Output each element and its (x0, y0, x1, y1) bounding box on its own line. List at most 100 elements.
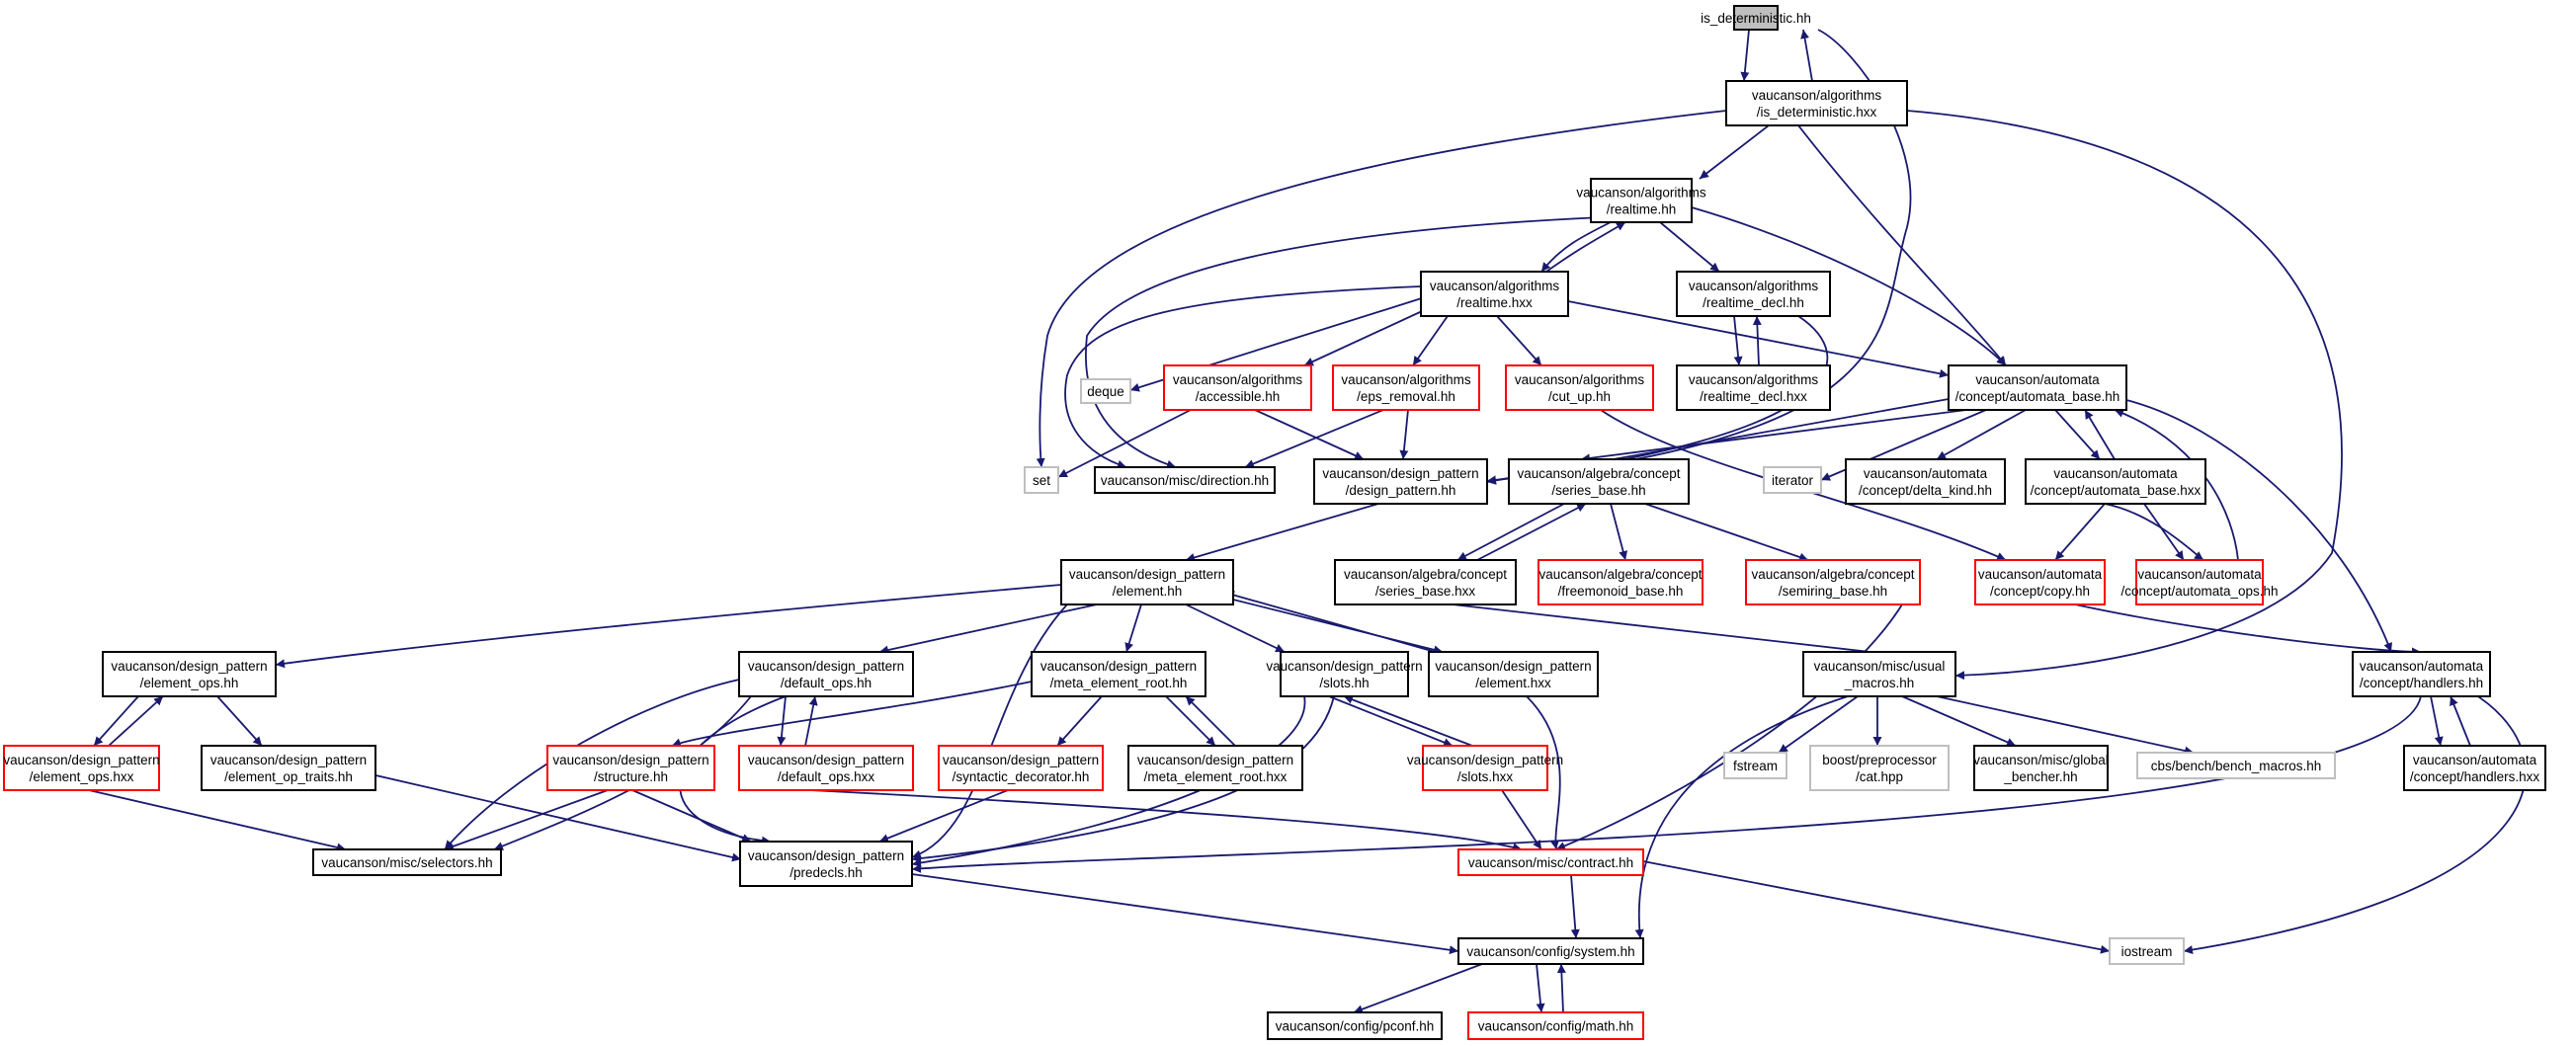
node-slots-hh[interactable]: vaucanson/design_pattern/slots.hh (1266, 651, 1423, 697)
node-semiring-base-hh[interactable]: vaucanson/algebra/concept/semiring_base.… (1745, 559, 1921, 605)
node-label: vaucanson/design_pattern (3, 753, 159, 767)
node-box (1974, 559, 2106, 605)
dependency-edge (2125, 399, 2392, 653)
node-bench-macros-hh[interactable]: cbs/bench/bench_macros.hh (2136, 752, 2336, 779)
node-automata-ops-hh[interactable]: vaucanson/automata/concept/automata_ops.… (2120, 559, 2279, 605)
node-automata-base-hxx[interactable]: vaucanson/automata/concept/automata_base… (2025, 458, 2206, 505)
dependency-edge (1303, 305, 1434, 366)
node-box (2135, 559, 2264, 605)
node-label: vaucanson/algorithms (1173, 372, 1303, 387)
node-direction-hh[interactable]: vaucanson/misc/direction.hh (1094, 466, 1276, 494)
dependency-edge (2143, 503, 2185, 561)
node-iostream[interactable]: iostream (2109, 937, 2185, 965)
dependency-edge (804, 695, 818, 747)
node-copy-hh[interactable]: vaucanson/automata/concept/copy.hh (1974, 559, 2106, 605)
node-box (1024, 466, 1059, 494)
node-label: vaucanson/design_pattern (748, 848, 904, 863)
node-box (738, 651, 914, 697)
node-element-hxx[interactable]: vaucanson/design_pattern/element.hxx (1428, 651, 1599, 697)
node-element-hh[interactable]: vaucanson/design_pattern/element.hh (1060, 559, 1234, 605)
node-element-ops-hxx[interactable]: vaucanson/design_pattern/element_ops.hxx (3, 745, 160, 791)
node-series-base-hh[interactable]: vaucanson/algebra/concept/series_base.hh (1508, 458, 1690, 505)
node-label: set (1033, 473, 1050, 488)
node-label: vaucanson/algorithms (1430, 279, 1560, 293)
node-label: vaucanson/misc/usual (1814, 659, 1946, 674)
node-element-ops-hh[interactable]: vaucanson/design_pattern/element_ops.hh (102, 651, 277, 697)
node-system-hh[interactable]: vaucanson/config/system.hh (1457, 937, 1644, 965)
node-iterator[interactable]: iterator (1763, 466, 1822, 494)
node-realtime-decl-hh[interactable]: vaucanson/algorithms/realtime_decl.hh (1676, 271, 1831, 317)
node-box (1723, 752, 1787, 779)
node-structure-hh[interactable]: vaucanson/design_pattern/structure.hh (546, 745, 715, 791)
node-deque[interactable]: deque (1080, 378, 1131, 404)
node-label: vaucanson/misc/selectors.hh (321, 855, 492, 870)
node-global-bencher-hh[interactable]: vaucanson/misc/global_bencher.hh (1973, 745, 2109, 791)
node-label: vaucanson/algebra/concept (1538, 567, 1702, 582)
node-box (1031, 651, 1206, 697)
node-series-base-hxx[interactable]: vaucanson/algebra/concept/series_base.hx… (1334, 559, 1517, 605)
dependency-edge (1800, 29, 1813, 82)
node-label: iterator (1772, 473, 1814, 488)
node-is-det-hh[interactable]: is_deterministic.hh (1701, 5, 1811, 31)
node-realtime-hh[interactable]: vaucanson/algorithms/realtime.hh (1576, 178, 1706, 223)
node-cut-up-hh[interactable]: vaucanson/algorithms/cut_up.hh (1505, 364, 1654, 411)
node-label: /element_op_traits.hh (224, 769, 353, 784)
node-box (546, 745, 715, 791)
node-math-hh[interactable]: vaucanson/config/math.hh (1467, 1011, 1644, 1040)
node-cat-hpp[interactable]: boost/preprocessor/cat.hpp (1809, 745, 1950, 791)
dependency-edge (1691, 206, 2007, 366)
dependency-edge (1456, 503, 1565, 561)
node-slots-hxx[interactable]: vaucanson/design_pattern/slots.hxx (1407, 745, 1563, 791)
dependency-edge (671, 681, 1033, 748)
node-freemonoid-base-hh[interactable]: vaucanson/algebra/concept/freemonoid_bas… (1537, 559, 1703, 605)
dependency-edge (631, 789, 752, 843)
node-selectors-hh[interactable]: vaucanson/misc/selectors.hh (312, 848, 502, 876)
node-pconf-hh[interactable]: vaucanson/config/pconf.hh (1267, 1011, 1443, 1040)
node-label: vaucanson/automata (2053, 466, 2178, 481)
node-box (938, 745, 1104, 791)
node-box (1676, 364, 1831, 411)
dependency-edge (2430, 695, 2444, 747)
node-automata-base-hh[interactable]: vaucanson/automata/concept/automata_base… (1948, 364, 2127, 411)
dependency-edge (1501, 789, 1542, 850)
node-meta-element-root-hxx[interactable]: vaucanson/design_pattern/meta_element_ro… (1127, 745, 1303, 791)
node-fstream[interactable]: fstream (1723, 752, 1787, 779)
node-realtime-hxx[interactable]: vaucanson/algorithms/realtime.hxx (1420, 271, 1569, 317)
node-design-pattern-hh[interactable]: vaucanson/design_pattern/design_pattern.… (1313, 458, 1488, 505)
node-usual-macros-hh[interactable]: vaucanson/misc/usual_macros.hh (1802, 651, 1956, 697)
node-set[interactable]: set (1024, 466, 1059, 494)
node-meta-element-root-hh[interactable]: vaucanson/design_pattern/meta_element_ro… (1031, 651, 1206, 697)
node-box (2403, 745, 2546, 791)
dependency-edge (2054, 409, 2101, 460)
dependency-edge (1567, 300, 1950, 378)
node-accessible-hh[interactable]: vaucanson/algorithms/accessible.hh (1163, 364, 1312, 411)
node-box (1060, 559, 1234, 605)
dependency-edge (2104, 503, 2204, 561)
node-label: /cut_up.hh (1548, 389, 1611, 404)
node-handlers-hxx[interactable]: vaucanson/automata/concept/handlers.hxx (2403, 745, 2546, 791)
node-is-det-hxx[interactable]: vaucanson/algorithms/is_deterministic.hx… (1725, 80, 1908, 126)
node-handlers-hh[interactable]: vaucanson/automata/concept/handlers.hh (2352, 651, 2491, 697)
node-default-ops-hxx[interactable]: vaucanson/design_pattern/default_ops.hxx (738, 745, 914, 791)
node-box (2109, 937, 2185, 965)
node-predecls-hh[interactable]: vaucanson/design_pattern/predecls.hh (739, 841, 913, 887)
dependency-edge (1733, 315, 1743, 366)
node-eps-removal-hh[interactable]: vaucanson/algorithms/eps_removal.hh (1332, 364, 1480, 411)
node-label: is_deterministic.hh (1701, 11, 1811, 26)
node-box (1267, 1011, 1443, 1040)
node-label: vaucanson/design_pattern (748, 659, 904, 674)
node-default-ops-hh[interactable]: vaucanson/design_pattern/default_ops.hh (738, 651, 914, 697)
node-delta-kind-hh[interactable]: vaucanson/automata/concept/delta_kind.hh (1845, 458, 2006, 505)
node-label: vaucanson/design_pattern (1069, 567, 1225, 582)
node-contract-hh[interactable]: vaucanson/misc/contract.hh (1457, 848, 1644, 876)
node-label: vaucanson/design_pattern (210, 753, 367, 767)
node-element-op-traits-hh[interactable]: vaucanson/design_pattern/element_op_trai… (201, 745, 376, 791)
node-syntactic-decorator-hh[interactable]: vaucanson/design_pattern/syntactic_decor… (938, 745, 1104, 791)
dependency-edge (1752, 315, 1762, 366)
dependency-edge (1254, 409, 1365, 460)
node-label: /series_base.hxx (1375, 584, 1476, 599)
dependency-edge (2183, 690, 2527, 955)
node-realtime-decl-hxx[interactable]: vaucanson/algorithms/realtime_decl.hxx (1676, 364, 1831, 411)
dependency-edge (275, 584, 1062, 669)
node-box (1457, 937, 1644, 965)
